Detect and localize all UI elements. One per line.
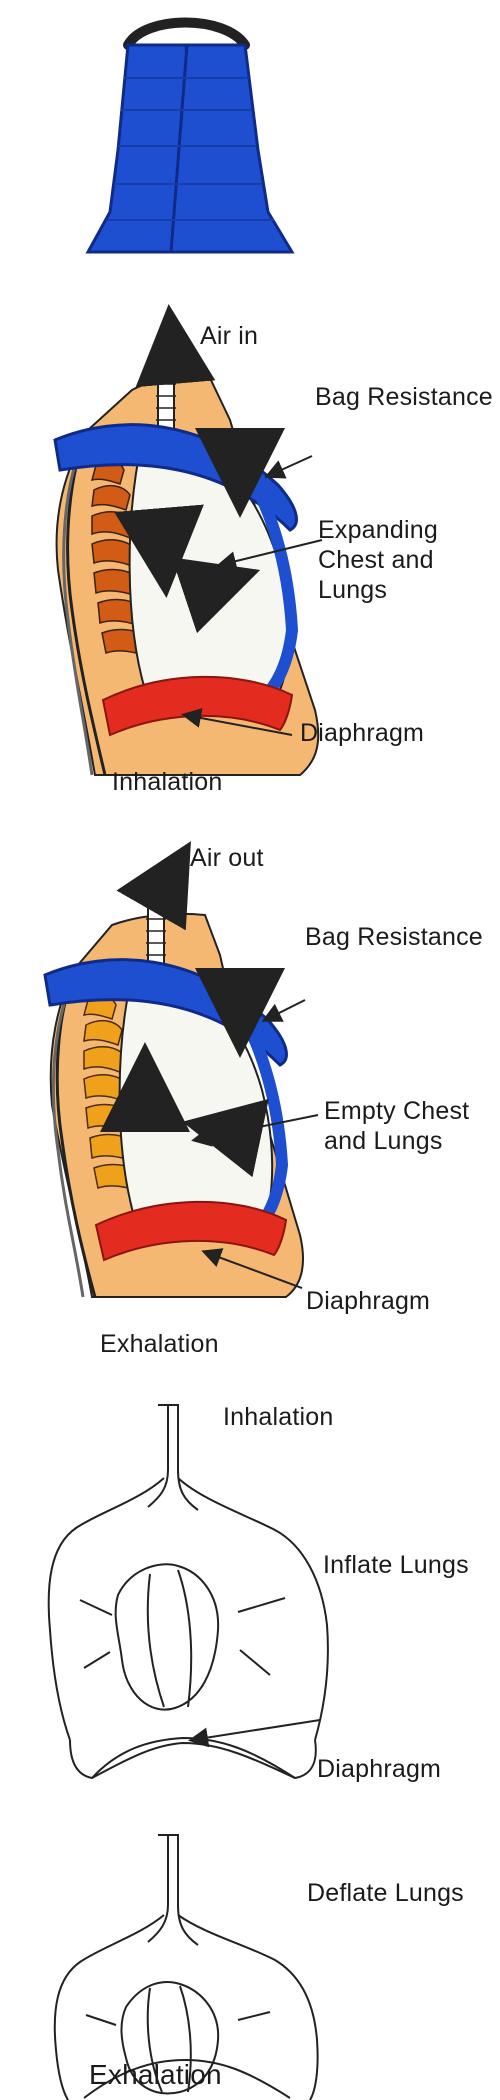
- bag-strap-icon: [85, 17, 295, 254]
- empty-chest-label: Empty Chest and Lungs: [324, 1097, 470, 1155]
- diaphragm-pointer-line: [188, 1719, 321, 1748]
- inflate-lungs-label: Inflate Lungs: [323, 1551, 469, 1579]
- diaphragm-label-exhalation: Diaphragm: [306, 1287, 431, 1315]
- inflated-lungs-illustration: [47, 1404, 329, 1780]
- exhalation-label-bottom: Exhalation: [89, 2059, 222, 2090]
- air-in-label: Air in: [200, 322, 259, 350]
- inhalation-torso-illustration: [53, 304, 323, 776]
- air-out-label: Air out: [190, 844, 264, 872]
- exhalation-label-top: Exhalation: [100, 1330, 219, 1358]
- exhalation-torso-illustration: [43, 841, 319, 1298]
- inhalation-label-bottom: Inhalation: [223, 1403, 334, 1431]
- diaphragm-label-inhalation: Diaphragm: [300, 719, 425, 747]
- deflate-lungs-label: Deflate Lungs: [307, 1879, 464, 1907]
- diaphragm-label-front: Diaphragm: [317, 1755, 442, 1783]
- bag-resistance-label-bottom: Bag Resistance: [305, 923, 483, 951]
- expanding-chest-label: Expanding Chest and Lungs: [318, 516, 438, 604]
- deflated-lungs-illustration: [53, 1834, 319, 2100]
- inhalation-label-top: Inhalation: [112, 768, 223, 796]
- bag-resistance-label-top: Bag Resistance: [315, 383, 493, 411]
